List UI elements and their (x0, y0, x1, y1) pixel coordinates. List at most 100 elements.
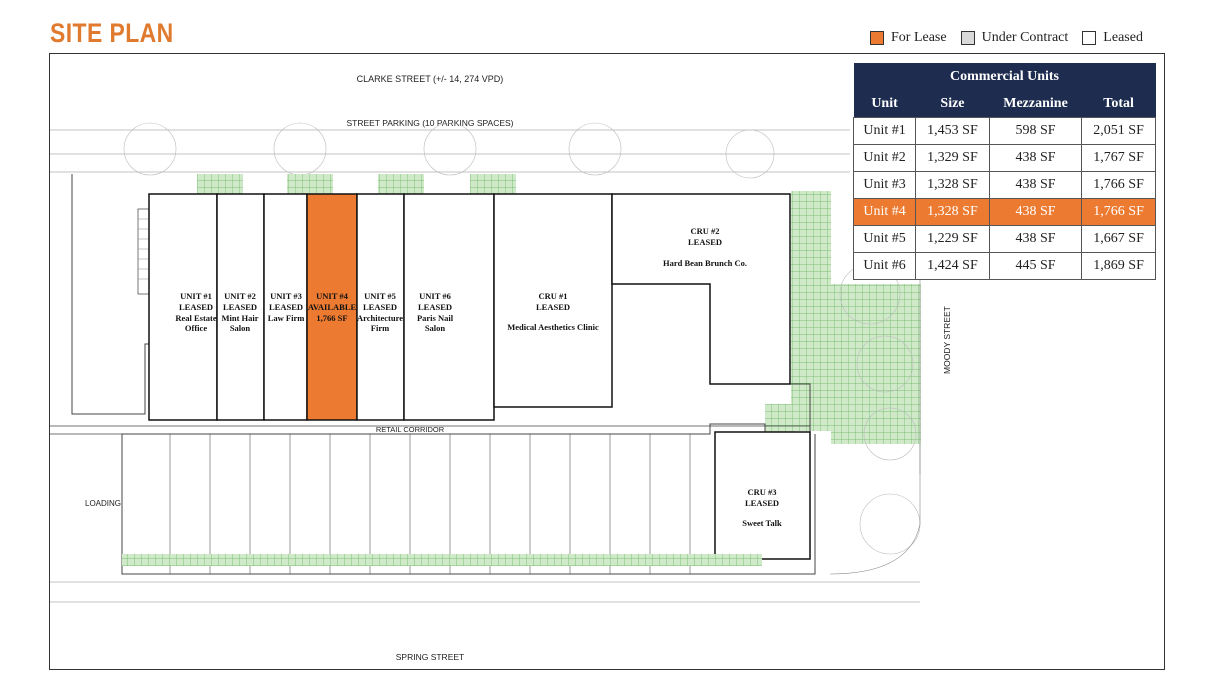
cru-3-outline[interactable] (714, 431, 811, 560)
cru-2-status: LEASED (688, 237, 722, 247)
table-cell: Unit #3 (852, 171, 917, 199)
commercial-units-table: Commercial Units Unit Size Mezzanine Tot… (852, 63, 1156, 280)
table-cell: 438 SF (988, 144, 1083, 172)
table-cell: 1,453 SF (915, 117, 990, 145)
table-cell: 1,328 SF (915, 198, 990, 226)
unit-4-size: 1,766 SF (316, 313, 347, 323)
table-row: Unit #5 1,229 SF 438 SF 1,667 SF (852, 225, 1156, 253)
unit-2-tenant: Mint Hair (221, 313, 258, 323)
table-row: Unit #6 1,424 SF 445 SF 1,869 SF (852, 252, 1156, 280)
unit-2-tenant-2: Salon (230, 323, 251, 333)
building-outline (71, 174, 816, 575)
cru-1-id: CRU #1 (538, 291, 567, 301)
south-sidewalk (50, 581, 920, 603)
table-row: Unit #3 1,328 SF 438 SF 1,766 SF (852, 171, 1156, 199)
table-cell: 2,051 SF (1081, 117, 1156, 145)
legend-label: Under Contract (981, 30, 1069, 45)
table-header: Unit (853, 90, 916, 118)
unit-3-id: UNIT #3 (270, 291, 302, 301)
table-cell: 438 SF (988, 225, 1083, 253)
table-cell: Unit #4 (852, 198, 917, 226)
curb-curve (829, 444, 921, 575)
unit-1-outline[interactable] (148, 193, 218, 421)
north-street-label: CLARKE STREET (+/- 14, 274 VPD) (357, 74, 504, 84)
table-cell: 1,766 SF (1081, 171, 1156, 199)
cru-1-status: LEASED (536, 302, 570, 312)
unit-2-id: UNIT #2 (224, 291, 256, 301)
legend-leased: Leased (1082, 30, 1143, 46)
table-cell: 598 SF (988, 117, 1083, 145)
south-street-label: SPRING STREET (396, 652, 464, 662)
cru-1-outline[interactable] (493, 193, 613, 408)
unit-2-outline[interactable] (216, 193, 265, 421)
table-row-highlighted: Unit #4 1,328 SF 438 SF 1,766 SF (852, 198, 1156, 226)
unit-1-tenant-2: Office (185, 323, 207, 333)
table-cell: 445 SF (988, 252, 1083, 280)
cru-3-id: CRU #3 (747, 487, 776, 497)
unit-5-tenant: Architecture (357, 313, 403, 323)
unit-1-status: LEASED (179, 302, 213, 312)
legend-swatch-for-lease (870, 31, 884, 45)
table-cell: 1,667 SF (1081, 225, 1156, 253)
east-terrace (791, 191, 831, 431)
site-plan-drawing: CLARKE STREET (+/- 14, 274 VPD) STREET P… (50, 74, 952, 662)
unit-labels: UNIT #1 LEASED Real Estate Office UNIT #… (175, 226, 782, 528)
unit-2-status: LEASED (223, 302, 257, 312)
retail-units (148, 193, 811, 560)
unit-1-tenant: Real Estate (175, 313, 217, 323)
unit-6-id: UNIT #6 (419, 291, 451, 301)
unit-5-outline[interactable] (356, 193, 405, 421)
table-cell: 1,328 SF (915, 171, 990, 199)
unit-1-id: UNIT #1 (180, 291, 212, 301)
legend: For Lease Under Contract Leased (870, 30, 1157, 46)
table-cell: 1,869 SF (1081, 252, 1156, 280)
unit-3-tenant: Law Firm (268, 313, 305, 323)
cru-3-tenant: Sweet Talk (742, 518, 782, 528)
cru-2-id: CRU #2 (690, 226, 719, 236)
unit-6-tenant-2: Salon (425, 323, 446, 333)
table-row: Unit #2 1,329 SF 438 SF 1,767 SF (852, 144, 1156, 172)
table-row: Unit #1 1,453 SF 598 SF 2,051 SF (852, 117, 1156, 145)
unit-5-tenant-2: Firm (371, 323, 389, 333)
unit-5-status: LEASED (363, 302, 397, 312)
unit-4-status: AVAILABLE (308, 302, 357, 312)
unit-3-outline[interactable] (263, 193, 308, 421)
table-header: Mezzanine (989, 90, 1082, 118)
residential-units (169, 434, 691, 574)
table-header: Size (915, 90, 990, 118)
page-title: SITE PLAN (50, 18, 174, 48)
unit-5-id: UNIT #5 (364, 291, 396, 301)
unit-4-outline[interactable] (306, 193, 358, 421)
table-cell: 1,766 SF (1081, 198, 1156, 226)
east-street-label: MOODY STREET (942, 306, 952, 374)
unit-6-outline[interactable] (403, 193, 495, 421)
unit-3-status: LEASED (269, 302, 303, 312)
cru-1-tenant: Medical Aesthetics Clinic (507, 322, 599, 332)
legend-label: Leased (1103, 30, 1143, 45)
table-header: Total (1081, 90, 1156, 118)
north-parking (50, 129, 850, 173)
south-green-strip (122, 554, 762, 566)
cru-2-tenant: Hard Bean Brunch Co. (663, 258, 747, 268)
table-cell: 1,767 SF (1081, 144, 1156, 172)
retail-corridor-label: RETAIL CORRIDOR (376, 425, 445, 434)
table-cell: Unit #1 (852, 117, 917, 145)
east-plaza (831, 284, 921, 444)
table-cell: 438 SF (988, 171, 1083, 199)
loading-label: LOADING (85, 499, 121, 508)
table-cell: 438 SF (988, 198, 1083, 226)
table-cell: 1,229 SF (915, 225, 990, 253)
unit-6-tenant: Paris Nail (417, 313, 454, 323)
north-parking-label: STREET PARKING (10 PARKING SPACES) (346, 118, 513, 128)
trees-north (123, 122, 775, 179)
table-cell: Unit #6 (852, 252, 917, 280)
cru-3-status: LEASED (745, 498, 779, 508)
legend-under-contract: Under Contract (960, 30, 1069, 46)
unit-4-id: UNIT #4 (316, 291, 348, 301)
legend-label: For Lease (891, 30, 947, 45)
legend-swatch-under-contract (960, 31, 975, 45)
table-title: Commercial Units (853, 63, 1156, 90)
table-cell: Unit #2 (852, 144, 917, 172)
cru-2-outline[interactable] (611, 193, 791, 385)
table-cell: 1,424 SF (915, 252, 990, 280)
